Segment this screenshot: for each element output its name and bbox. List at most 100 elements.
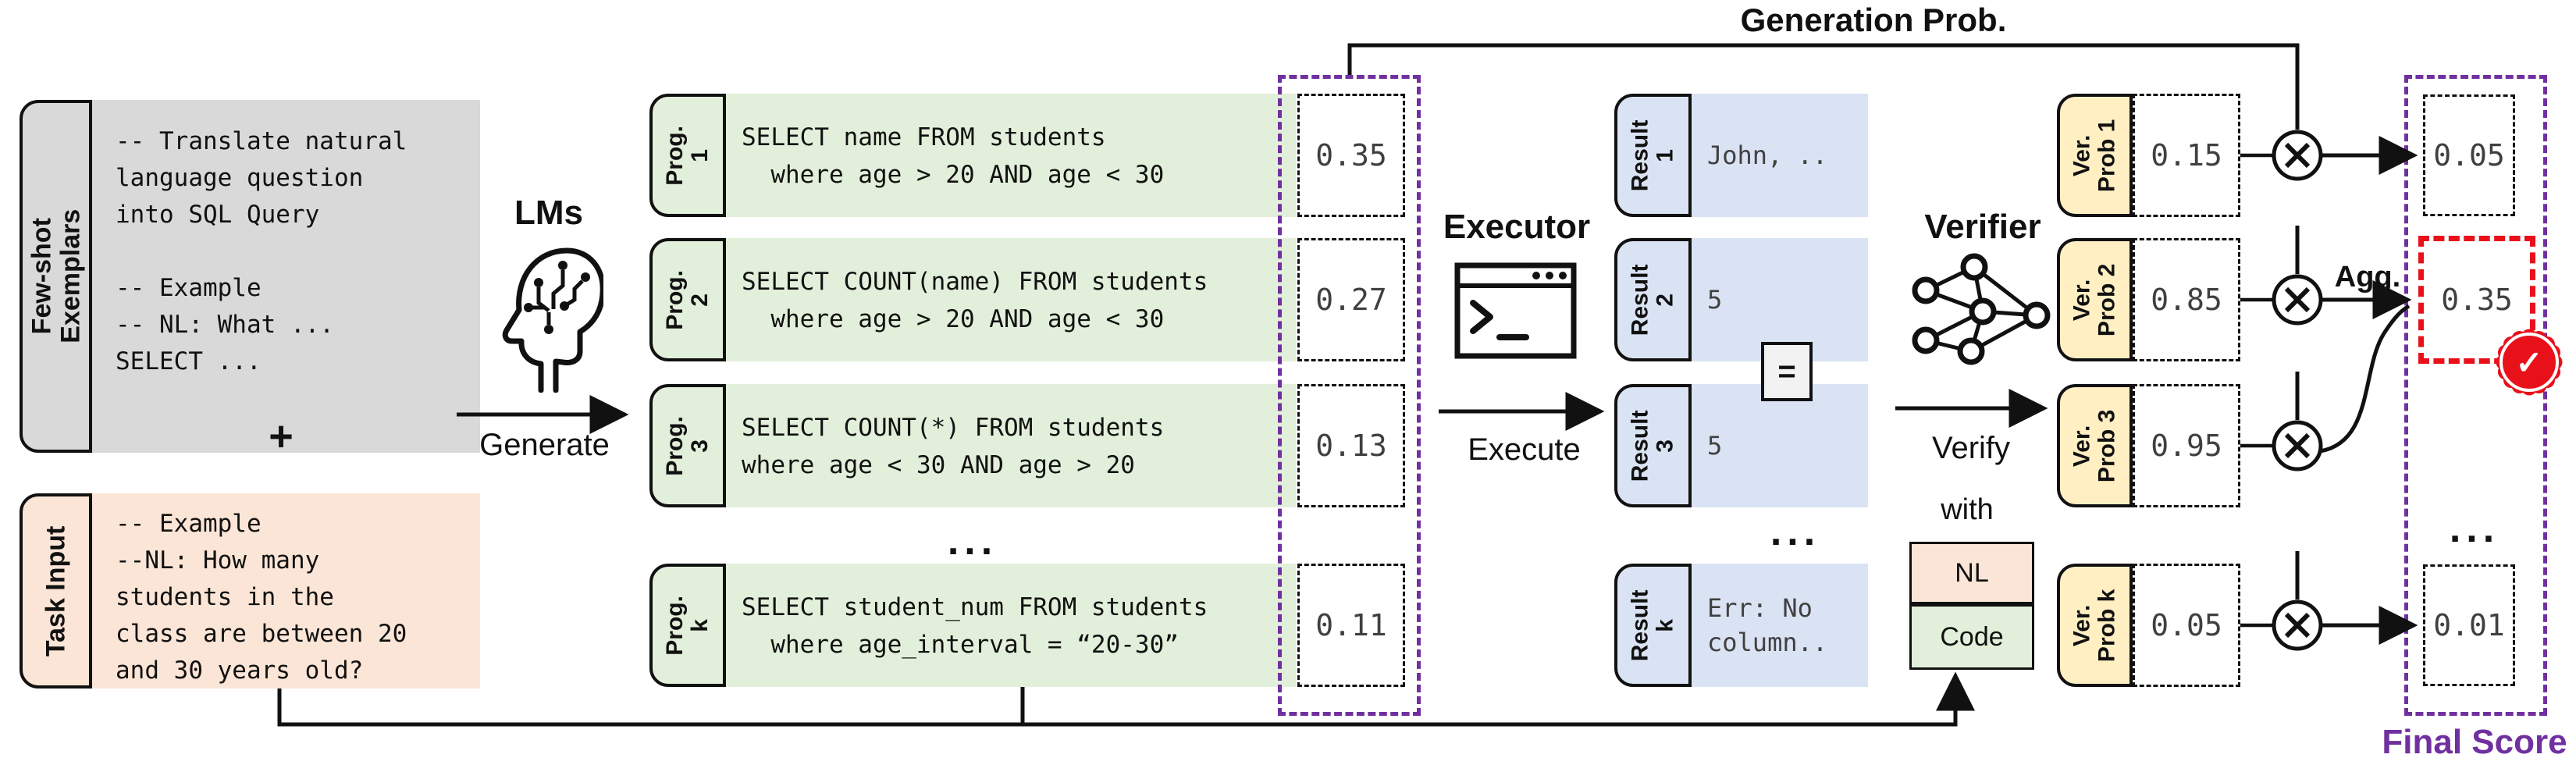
few-shot-tab-line1: Few-shot [26, 218, 56, 335]
result-k-body: Err: No column.. [1692, 564, 1868, 687]
prog-2-code: SELECT COUNT(name) FROM students where a… [742, 268, 1208, 333]
prog-k-tab: Prog.k [649, 564, 726, 687]
few-shot-tab: Few-shot Exemplars [20, 100, 92, 453]
lms-head-icon [502, 247, 603, 393]
gen-prob-1-value: 0.35 [1315, 138, 1387, 173]
code-label: Code [1940, 621, 2004, 652]
task-input-tab: Task Input [20, 493, 92, 688]
prog-3-tab-label: Prog. [661, 415, 688, 476]
ver-prob-3-tab: Ver.Prob 3 [2057, 384, 2133, 507]
result-3-num: 3 [1652, 439, 1678, 453]
result-k-value: Err: No column.. [1707, 593, 1828, 657]
ver-prob-k-box: 0.05 [2133, 564, 2240, 687]
ver-prob-2-tab-line1: Ver. [2069, 279, 2095, 321]
final-score-label: Final Score [2382, 723, 2567, 761]
result-2-tab-label: Result [1627, 264, 1653, 336]
gen-prob-k-value: 0.11 [1315, 608, 1387, 642]
prog-2-num: 2 [686, 293, 713, 307]
prog-1-tab: Prog.1 [649, 94, 726, 217]
result-2-value: 5 [1707, 285, 1723, 315]
prog-k-code: SELECT student_num FROM students where a… [742, 593, 1208, 659]
ver-prob-3-tab-line2: Prob 3 [2094, 409, 2120, 482]
result-3-value: 5 [1707, 431, 1723, 461]
few-shot-tab-line2: Exemplars [55, 209, 85, 343]
result-2-body: 5 [1692, 238, 1868, 361]
equals-sign: = [1777, 354, 1796, 389]
prog-k-tab-label: Prog. [661, 595, 688, 656]
code-box: Code [1909, 604, 2034, 670]
prog-1-code: SELECT name FROM students where age > 20… [742, 123, 1165, 189]
prog-3-tab: Prog.3 [649, 384, 726, 507]
few-shot-body: -- Translate natural language question i… [92, 100, 480, 453]
few-shot-text: -- Translate natural language question i… [116, 127, 407, 375]
result-k-num: k [1652, 618, 1678, 632]
prog-ellipsis: ... [947, 518, 998, 564]
ver-prob-1-tab-line2: Prob 1 [2094, 119, 2120, 192]
check-icon: ✓ [2500, 333, 2559, 392]
equals-box: = [1761, 342, 1813, 401]
ver-prob-2-tab: Ver.Prob 2 [2057, 238, 2133, 361]
gen-prob-3-box: 0.13 [1297, 384, 1405, 507]
lms-label: LMs [514, 194, 583, 232]
generate-label: Generate [479, 428, 610, 462]
multiply-node-3 [2272, 420, 2323, 471]
terminal-icon [1454, 262, 1577, 359]
gen-prob-k-box: 0.11 [1297, 564, 1405, 687]
multiply-node-k [2272, 600, 2323, 651]
neural-network-icon [1912, 253, 2051, 365]
ver-prob-3-box: 0.95 [2133, 384, 2240, 507]
multiply-node-1 [2272, 130, 2323, 181]
winner-seal-icon: ✓ [2492, 325, 2567, 400]
result-1-value: John, .. [1707, 141, 1828, 170]
gen-prob-2-value: 0.27 [1315, 283, 1387, 317]
ver-prob-1-value: 0.15 [2151, 138, 2222, 173]
task-input-body: -- Example --NL: How many students in th… [92, 493, 480, 688]
gen-prob-3-value: 0.13 [1315, 429, 1387, 463]
ver-prob-1-tab: Ver.Prob 1 [2057, 94, 2133, 217]
ver-prob-1-tab-line1: Ver. [2069, 134, 2095, 176]
ver-prob-2-tab-line2: Prob 2 [2094, 263, 2120, 336]
ver-prob-1-box: 0.15 [2133, 94, 2240, 217]
ver-prob-k-tab-line2: Prob k [2094, 589, 2120, 662]
prog-3-num: 3 [686, 439, 713, 453]
nl-label: NL [1955, 557, 1989, 588]
final-score-1-value: 0.05 [2433, 138, 2505, 173]
executor-label: Executor [1443, 208, 1591, 246]
prog-k-body: SELECT student_num FROM students where a… [726, 564, 1296, 687]
prog-3-code: SELECT COUNT(*) FROM students where age … [742, 414, 1165, 479]
prog-2-tab: Prog.2 [649, 238, 726, 361]
circuit-nodes [524, 261, 590, 334]
ver-prob-k-value: 0.05 [2151, 608, 2222, 642]
final-score-2-value: 0.35 [2441, 283, 2513, 317]
nl-box: NL [1909, 542, 2034, 604]
agg-curve-from-node-3 [2319, 304, 2411, 454]
generation-prob-group-box [1278, 75, 1421, 716]
plus-sign: + [269, 413, 294, 460]
task-input-text: -- Example --NL: How many students in th… [116, 510, 407, 685]
execute-label: Execute [1468, 432, 1581, 467]
final-score-k-box: 0.01 [2423, 564, 2515, 686]
result-3-body: 5 [1692, 384, 1868, 507]
verify-label: Verify [1931, 431, 2011, 465]
few-shot-tab-label: Few-shot Exemplars [26, 209, 85, 343]
prog-1-num: 1 [686, 148, 713, 162]
nn-nodes [1912, 253, 2051, 365]
ver-prob-3-tab-line1: Ver. [2069, 425, 2095, 467]
ver-prob-3-value: 0.95 [2151, 429, 2222, 463]
ver-prob-k-tab: Ver.Prob k [2057, 564, 2133, 687]
task-input-tab-label: Task Input [41, 525, 71, 656]
result-k-tab-label: Result [1627, 589, 1653, 661]
verifier-label: Verifier [1924, 208, 2041, 246]
gen-prob-2-box: 0.27 [1297, 238, 1405, 361]
prog-2-tab-label: Prog. [661, 269, 688, 330]
result-1-body: John, .. [1692, 94, 1868, 217]
result-ellipsis: ... [1770, 508, 1821, 554]
circuit-lines [532, 270, 584, 325]
final-score-2-box-highlighted: 0.35 [2418, 236, 2535, 364]
final-score-k-value: 0.01 [2433, 608, 2505, 642]
final-score-ellipsis: ... [2449, 505, 2500, 551]
